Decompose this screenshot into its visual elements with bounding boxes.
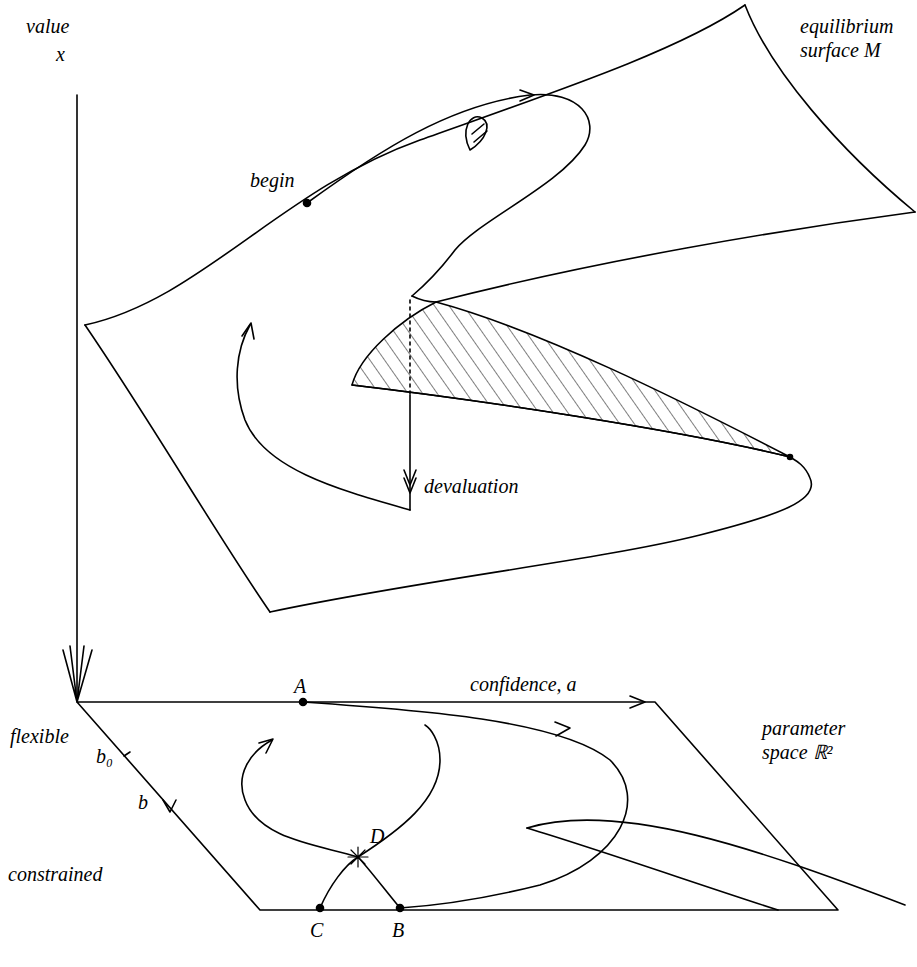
arrowhead (259, 739, 273, 753)
fold-line (352, 385, 790, 457)
figure-label: b₀ (96, 744, 113, 768)
arrowhead (163, 800, 176, 812)
fold-tick (412, 296, 436, 302)
figure-label: begin (250, 168, 294, 192)
figure-label: C (310, 918, 323, 942)
arrowhead (555, 722, 570, 736)
figure-label: A (294, 674, 306, 698)
bifurcation-branch (527, 828, 778, 910)
bifurcation-branch (527, 820, 905, 905)
arrowhead (520, 90, 534, 101)
upper-sheet-edge (436, 212, 915, 302)
figure-label: b (138, 790, 148, 814)
figure-label: constrained (8, 862, 102, 886)
surface-left-edge (85, 325, 270, 612)
projection-fan (63, 646, 92, 702)
b0-tick (124, 752, 130, 756)
cusp-loop-hatch (472, 124, 487, 142)
cusp-dot (788, 455, 793, 460)
surface-right-edge (745, 5, 915, 212)
surface-top-edge (85, 5, 745, 325)
control-path (242, 740, 400, 908)
surface-bottom-edge (270, 457, 812, 612)
drop-line (409, 300, 411, 395)
crisis-star (348, 847, 368, 867)
middle-sheet (352, 302, 790, 457)
figure-label: devaluation (424, 474, 518, 498)
figure-label: flexible (10, 724, 69, 748)
arrowhead (242, 323, 254, 339)
parameter-plane (77, 702, 838, 910)
point-dot (300, 699, 307, 706)
control-path (303, 702, 628, 908)
trajectory-return (237, 325, 410, 510)
figure-label: B (392, 918, 404, 942)
figure-label: x (56, 42, 65, 66)
figure-label: value (26, 14, 69, 38)
figure-label: parameter space ℝ² (762, 716, 862, 764)
cusp-loop (466, 117, 487, 150)
control-path (320, 725, 440, 908)
begin-dot (304, 200, 311, 207)
arrowhead (404, 470, 416, 493)
point-dot (397, 905, 404, 912)
figure-label: D (370, 824, 384, 848)
value-axis (76, 95, 78, 700)
trajectory (307, 94, 590, 296)
point-dot (317, 905, 324, 912)
arrowhead (630, 696, 645, 708)
figure-label: equilibrium surface M (800, 14, 910, 62)
figure-label: confidence, a (470, 672, 577, 696)
